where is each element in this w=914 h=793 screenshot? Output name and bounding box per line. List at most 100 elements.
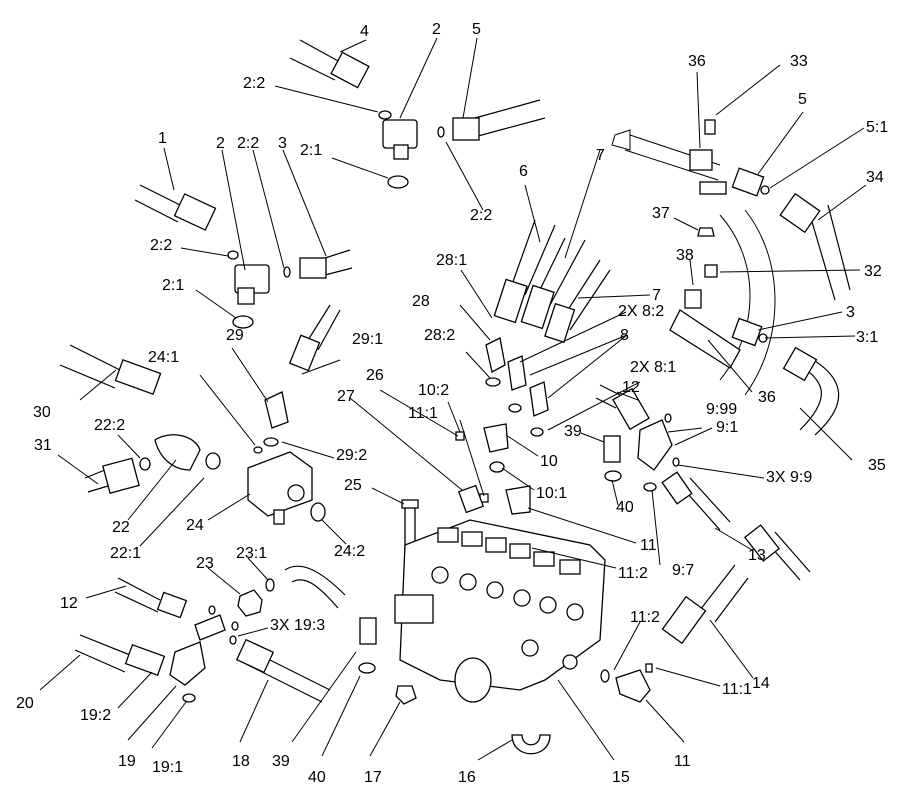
leader-11-1b [655, 667, 721, 687]
oring-2-1-left [232, 315, 254, 329]
leader-2-2d [180, 247, 229, 257]
tee-2-left-stem [237, 287, 255, 305]
block-24-port [287, 484, 305, 502]
block-24-pin [273, 509, 285, 525]
hose-6-fitting [493, 278, 528, 324]
callout-11-1: 11:1 [408, 405, 438, 422]
hoses [59, 39, 851, 703]
leader-17 [369, 701, 401, 757]
leader-2x81 [547, 381, 641, 431]
leader-28 [459, 304, 491, 341]
callout-24: 24 [186, 517, 204, 534]
tee-19 [169, 641, 206, 686]
hoses-6-7 [509, 219, 611, 331]
oring-28-2 [485, 377, 501, 387]
bolt-25-head [401, 499, 419, 509]
oring-24-2 [310, 502, 326, 522]
leader-23-1 [247, 557, 269, 581]
hose-3-left-fitting [299, 257, 327, 279]
switch-39-right [603, 435, 621, 463]
callout-24-1: 24:1 [148, 349, 179, 366]
bracket-tab [611, 129, 631, 151]
leader-33 [715, 64, 781, 116]
leader-11-1a [459, 419, 485, 497]
hose-12-left [114, 577, 161, 613]
callout-6: 6 [519, 163, 528, 180]
fitting-5-right [731, 167, 765, 197]
leader-10-2 [447, 401, 461, 433]
leader-3a [282, 149, 327, 257]
callouts: 4 2 5 2:2 2:1 2:2 1 2 2:2 3 2:2 2:1 36 3… [16, 21, 888, 786]
leader-35 [799, 407, 853, 461]
hose-1 [134, 184, 181, 223]
hose-12-left-fitting [156, 591, 188, 619]
leader-9-99 [667, 427, 703, 433]
cylinder-36 [669, 309, 741, 369]
leader-24-1 [199, 374, 256, 446]
callout-19-2: 19:2 [80, 707, 111, 724]
leader-29-1 [301, 359, 341, 375]
leader-14 [709, 619, 754, 679]
callout-3x-19-3: 3X 19:3 [270, 617, 325, 634]
hose-20-fitting [124, 643, 166, 677]
callout-10-2: 10:2 [418, 382, 449, 399]
leader-2x82 [519, 311, 627, 363]
leader-15 [557, 679, 615, 761]
leader-38 [689, 259, 694, 286]
hose-curve-b [744, 209, 776, 396]
callout-28-2: 28:2 [424, 327, 455, 344]
oring-29-2 [263, 437, 279, 447]
callout-8: 8 [620, 327, 629, 344]
callout-11-2: 11:2 [630, 609, 660, 626]
hose-1-fitting [173, 193, 217, 231]
hose-7b-fitting [544, 302, 576, 344]
leader-11a [527, 507, 637, 544]
callout-2: 2 [432, 21, 441, 38]
leader-40b [321, 675, 361, 757]
leader-11-2a [531, 547, 617, 569]
leader-3-1 [764, 335, 856, 339]
leader-7b [577, 294, 651, 299]
leader-22-2 [117, 434, 141, 459]
callout-5: 5 [472, 21, 481, 38]
callout-40: 40 [616, 499, 634, 516]
callout-4: 4 [360, 23, 369, 40]
hose-34-fitting [779, 192, 821, 234]
leader-5-1 [769, 127, 865, 189]
leader-18 [239, 679, 269, 743]
oring-19-3b [229, 635, 237, 645]
tee-2-top-stem [393, 144, 409, 160]
oring-11-1-right [645, 663, 653, 673]
switch-39-left [359, 617, 377, 645]
callout-26: 26 [366, 367, 384, 384]
callout-34: 34 [866, 169, 884, 186]
valve-body-15 [394, 519, 606, 703]
leader-12a [616, 391, 639, 401]
hose-13 [679, 477, 811, 581]
relief-valve [394, 594, 434, 624]
oring-22-2 [139, 457, 151, 471]
leader-2-2a [274, 85, 379, 113]
leader-2-1a [331, 157, 389, 179]
leader-6 [524, 184, 541, 243]
callout-37: 37 [652, 205, 670, 222]
callout-14: 14 [752, 675, 770, 692]
callout-7: 7 [596, 147, 605, 164]
callout-25: 25 [344, 477, 362, 494]
callout-2x-8-2: 2X 8:2 [618, 303, 664, 320]
nut-37 [697, 227, 715, 237]
callout-11: 11 [640, 537, 657, 554]
leader-3x193 [237, 627, 269, 637]
callout-35: 35 [868, 457, 886, 474]
leader-27 [349, 397, 463, 491]
leader-2a [399, 37, 438, 119]
fitting-38 [684, 289, 702, 309]
callout-12: 12 [622, 379, 640, 396]
callout-33: 33 [790, 53, 808, 70]
spool-2 [459, 573, 477, 591]
callout-28-1: 28:1 [436, 252, 467, 269]
leader-7a [564, 149, 601, 259]
spool-3 [486, 581, 504, 599]
leader-28-2 [465, 351, 491, 379]
